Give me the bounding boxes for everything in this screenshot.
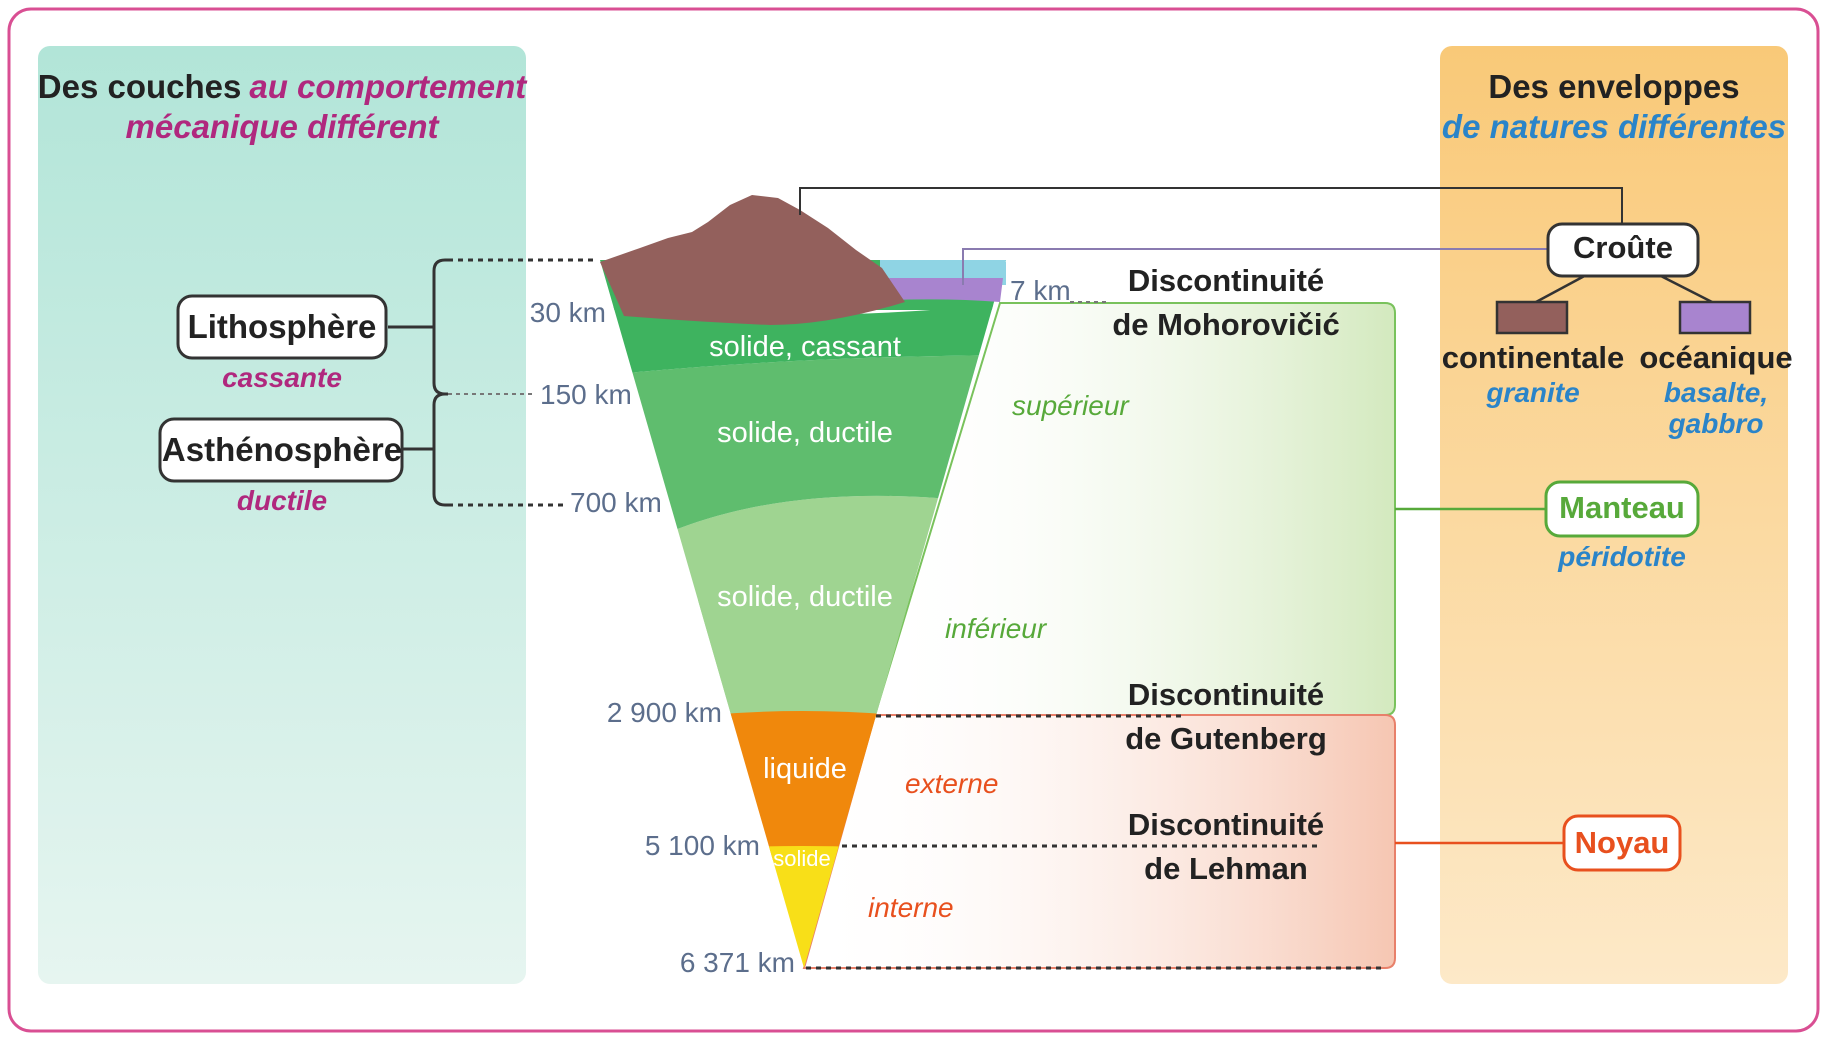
lehman-label-line2: de Lehman <box>1144 851 1308 886</box>
depth-6371km: 6 371 km <box>680 947 795 978</box>
lehman-label-line1: Discontinuité <box>1128 807 1324 842</box>
sublayer-upper-mantle: supérieur <box>1012 390 1130 421</box>
label-lower-mantle-state: solide, ductile <box>717 581 893 613</box>
asthenosphere-behavior: ductile <box>237 485 327 516</box>
crust-box <box>1546 222 1700 278</box>
mantle-label: Manteau <box>1559 490 1685 525</box>
oceanic-rock-line1: basalte, <box>1664 377 1768 408</box>
label-outer-core-state: liquide <box>763 753 847 785</box>
depth-30km: 30 km <box>530 297 606 328</box>
core-label: Noyau <box>1575 825 1670 860</box>
left-panel-title-line2: mécanique différent <box>126 108 441 145</box>
depth-5100km: 5 100 km <box>645 830 760 861</box>
oceanic-crust-swatch <box>1678 300 1752 335</box>
gutenberg-label-line2: de Gutenberg <box>1125 721 1327 756</box>
mantle-box <box>1544 480 1700 538</box>
label-asthenosphere-state: solide, ductile <box>717 417 893 449</box>
continental-crust-swatch <box>1495 300 1569 335</box>
continental-crust-connector <box>799 187 1623 224</box>
right-panel-title: Des enveloppes <box>1488 68 1739 105</box>
oceanic-crust-band <box>880 278 1003 302</box>
crust-branch-oceanic <box>1654 271 1713 304</box>
crust-label: Croûte <box>1573 230 1673 265</box>
sublayer-outer-core: externe <box>905 768 998 799</box>
depth-150km: 150 km <box>540 379 632 410</box>
gutenberg-label-line1: Discontinuité <box>1128 677 1324 712</box>
lithosphere-label: Lithosphère <box>188 308 377 345</box>
depth-7km: 7 km <box>1010 275 1071 306</box>
lithosphere-box <box>176 294 388 360</box>
mantle-rock: péridotite <box>1557 541 1686 572</box>
sublayer-inner-core: interne <box>868 892 954 923</box>
label-inner-core-state: solide <box>773 846 830 871</box>
core-zone <box>802 714 1396 969</box>
oceanic-crust-connector <box>962 248 1548 285</box>
lithosphere-behavior: cassante <box>222 362 342 393</box>
depth-700km: 700 km <box>570 487 662 518</box>
continental-crust <box>600 195 905 325</box>
continental-label: continentale <box>1442 340 1625 375</box>
asthenosphere-label: Asthénosphère <box>162 431 402 468</box>
sublayer-lower-mantle: inférieur <box>945 613 1048 644</box>
asthenosphere-layer <box>600 355 1006 600</box>
right-panel-title-line2: de natures différentes <box>1442 108 1786 145</box>
label-lithosphere-state: solide, cassant <box>709 331 901 363</box>
oceanic-label: océanique <box>1639 340 1792 375</box>
moho-label-line1: Discontinuité <box>1128 263 1324 298</box>
oceanic-rock-line2: gabbro <box>1668 408 1764 439</box>
crust-branch-continental <box>1535 271 1591 304</box>
core-box <box>1562 814 1682 872</box>
continental-rock: granite <box>1485 377 1579 408</box>
left-panel <box>38 46 526 984</box>
asthenosphere-box <box>158 417 404 483</box>
depth-2900km: 2 900 km <box>607 697 722 728</box>
moho-label-line2: de Mohorovičić <box>1112 307 1339 342</box>
